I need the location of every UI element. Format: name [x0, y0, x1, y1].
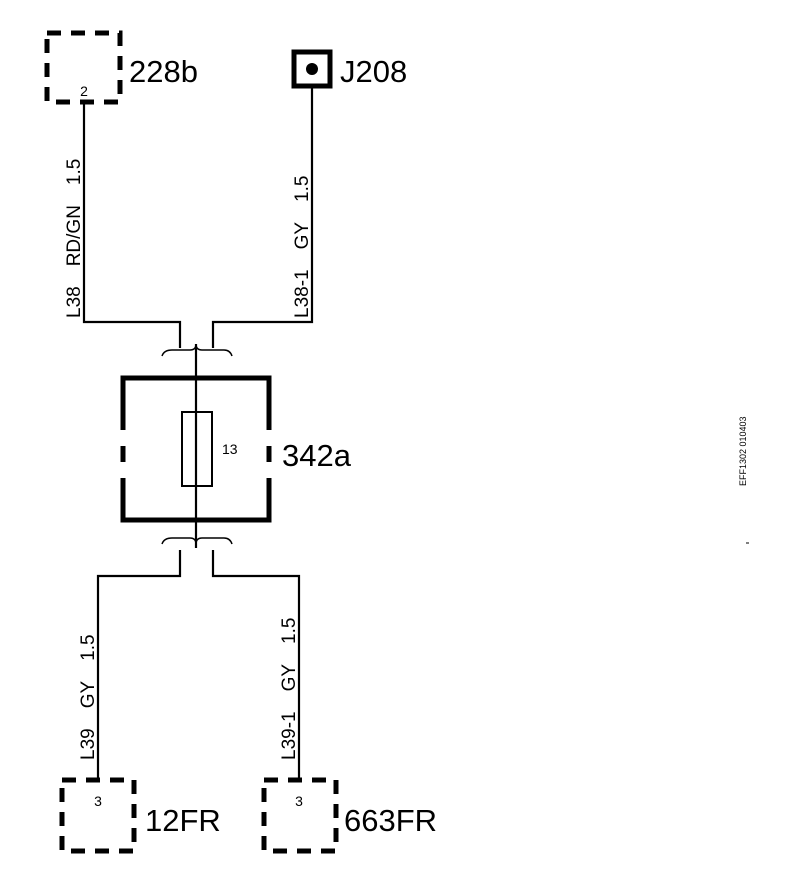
- wire-l39-label: L39 GY 1.5: [78, 634, 99, 760]
- reference-code: EFF1302 010403: [738, 416, 748, 486]
- wire-l39-color: GY: [78, 681, 99, 709]
- wire-l39-1-color: GY: [279, 664, 300, 692]
- wire-l38-1-color: GY: [292, 222, 313, 250]
- wire-l38-1-label: L38-1 GY 1.5: [292, 176, 313, 318]
- connector-663fr-label: 663FR: [344, 803, 437, 838]
- wire-l38-color: RD/GN: [64, 205, 85, 266]
- wire-l38-id: L38: [64, 286, 85, 318]
- wire-l38-1-size: 1.5: [292, 176, 313, 202]
- connector-228b: 2 228b: [44, 30, 198, 105]
- wire-l39-1-label: L39-1 GY 1.5: [279, 618, 300, 760]
- connector-j208-dot-icon: [306, 63, 318, 75]
- fuse-bottom-terminal-bracket: [161, 537, 233, 545]
- wire-l39-id: L39: [78, 728, 99, 760]
- connector-663fr-pin: 3: [295, 793, 303, 809]
- connector-228b-pin: 2: [80, 83, 88, 99]
- fuse-box-342a: 13 342a: [120, 344, 352, 548]
- wire-l39-size: 1.5: [78, 634, 99, 660]
- connector-663fr: 3 663FR: [261, 777, 437, 854]
- connector-j208-label: J208: [340, 54, 407, 89]
- fuse-box-label: 342a: [282, 438, 352, 473]
- fuse-number: 13: [222, 441, 238, 457]
- wire-l38-label: L38 RD/GN 1.5: [64, 159, 85, 318]
- wire-l39-1: L39-1 GY 1.5: [211, 550, 301, 780]
- wire-l38: L38 RD/GN 1.5: [64, 102, 182, 348]
- wire-l38-size: 1.5: [64, 159, 85, 185]
- connector-12fr-pin: 3: [94, 793, 102, 809]
- connector-12fr: 3 12FR: [59, 777, 221, 854]
- connector-12fr-label: 12FR: [145, 803, 221, 838]
- wire-l39-1-id: L39-1: [279, 711, 300, 760]
- wire-l39-1-size: 1.5: [279, 618, 300, 644]
- wire-l38-1: L38-1 GY 1.5: [211, 86, 314, 348]
- wire-l39: L39 GY 1.5: [78, 550, 182, 780]
- connector-12fr-outline: [59, 777, 137, 854]
- connector-228b-label: 228b: [129, 54, 198, 89]
- connector-j208: J208: [291, 49, 407, 89]
- wire-l38-1-id: L38-1: [292, 269, 313, 318]
- connector-663fr-outline: [261, 777, 339, 854]
